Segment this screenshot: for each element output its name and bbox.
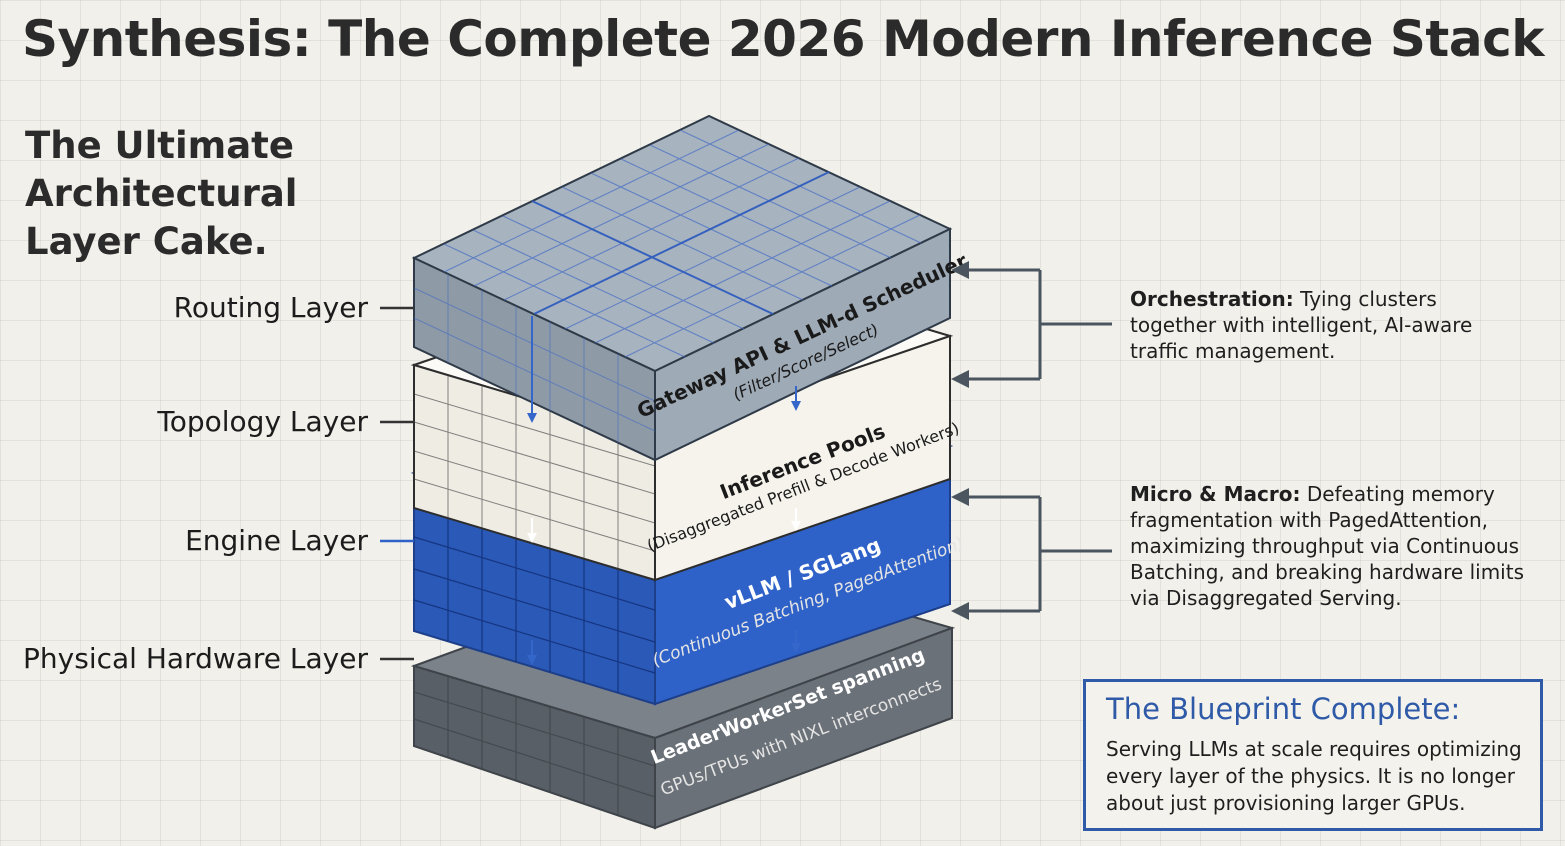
routing-slab: Gateway API & LLM-d Scheduler (Filter/Sc… bbox=[411, 114, 971, 462]
flow-arrows bbox=[527, 316, 801, 665]
topology-slab-front bbox=[654, 334, 951, 582]
micro-macro-note-text: Defeating memory fragmentation with Page… bbox=[1130, 482, 1524, 610]
layer-labels: Routing Layer Topology Layer Engine Laye… bbox=[23, 291, 414, 675]
layer-label-topology: Topology Layer bbox=[156, 405, 368, 438]
orchestration-note-heading: Orchestration: bbox=[1130, 287, 1294, 311]
topology-grid bbox=[413, 375, 656, 570]
routing-side-grid bbox=[413, 274, 656, 443]
orchestration-bracket bbox=[951, 261, 1112, 388]
blueprint-title: The Blueprint Complete: bbox=[1106, 692, 1461, 726]
diagram-subtitle: The Ultimate Architectural Layer Cake. bbox=[25, 124, 298, 263]
micro-macro-note: Micro & Macro: Defeating memory fragment… bbox=[1130, 481, 1550, 611]
routing-accent-lines bbox=[531, 171, 830, 315]
orchestration-note: Orchestration: Tying clusters together w… bbox=[1130, 286, 1520, 364]
blueprint-callout: The Blueprint Complete: Serving LLMs at … bbox=[1083, 679, 1543, 831]
micro-macro-note-heading: Micro & Macro: bbox=[1130, 482, 1301, 506]
blueprint-text: Serving LLMs at scale requires optimizin… bbox=[1106, 737, 1522, 815]
layer-label-routing: Routing Layer bbox=[174, 291, 369, 324]
hardware-grid bbox=[413, 676, 656, 815]
page-title: Synthesis: The Complete 2026 Modern Infe… bbox=[22, 10, 1544, 68]
hardware-slab-front bbox=[654, 626, 953, 830]
layer-label-hardware: Physical Hardware Layer bbox=[23, 642, 368, 675]
layer-label-engine: Engine Layer bbox=[185, 524, 368, 557]
orchestration-note-text: Tying clusters together with intelligent… bbox=[1130, 287, 1473, 363]
routing-slab-front bbox=[654, 227, 951, 462]
micro-macro-bracket bbox=[951, 488, 1112, 620]
